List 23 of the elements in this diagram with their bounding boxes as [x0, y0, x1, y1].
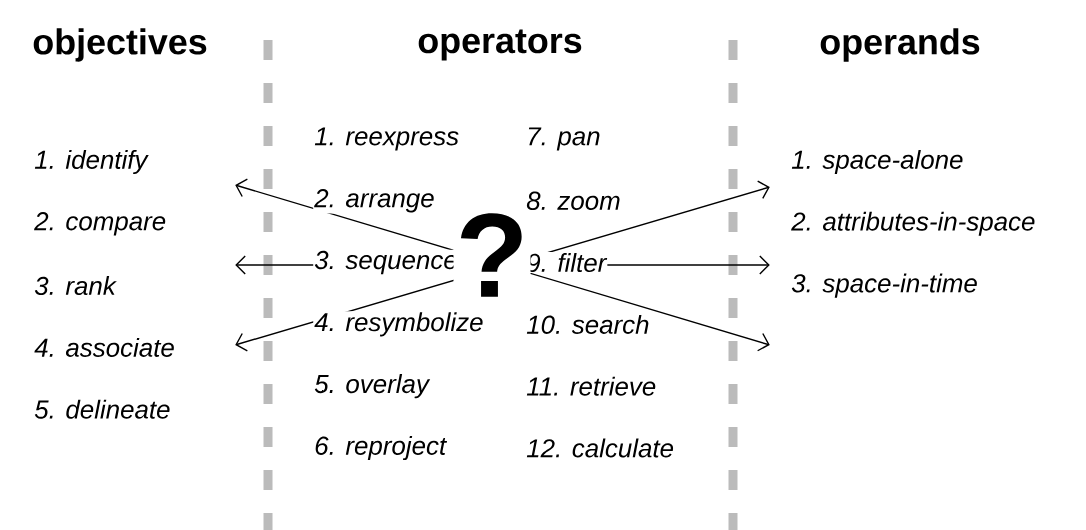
list-item: 4. resymbolize — [313, 311, 485, 338]
column-heading: objectives — [33, 28, 207, 62]
column-heading: operands — [820, 28, 980, 62]
list-item: 3. rank — [33, 275, 117, 297]
question-mark: ? — [453, 211, 531, 299]
list-item: 1. reexpress — [313, 126, 461, 152]
column-heading: operators — [418, 29, 582, 61]
list-item: 6. reproject — [313, 434, 448, 462]
list-item: 3. sequence — [313, 249, 459, 276]
list-item: 2. arrange — [313, 188, 436, 214]
list-item: 3. space-in-time — [790, 272, 979, 299]
list-item: 8. zoom — [525, 190, 622, 211]
list-item: 2. attributes-in-space — [790, 210, 1037, 237]
list-item: 10. search — [525, 313, 651, 335]
list-item: 11. retrieve — [525, 375, 658, 397]
list-item: 5. overlay — [313, 373, 431, 400]
list-item: 1. space-alone — [790, 148, 965, 176]
list-item: 7. pan — [525, 126, 602, 152]
list-item: 4. associate — [33, 336, 176, 358]
list-item: 5. delineate — [33, 398, 172, 420]
list-item: 1. identify — [33, 148, 149, 176]
list-item: 2. compare — [33, 211, 168, 237]
list-item: 12. calculate — [525, 437, 676, 459]
